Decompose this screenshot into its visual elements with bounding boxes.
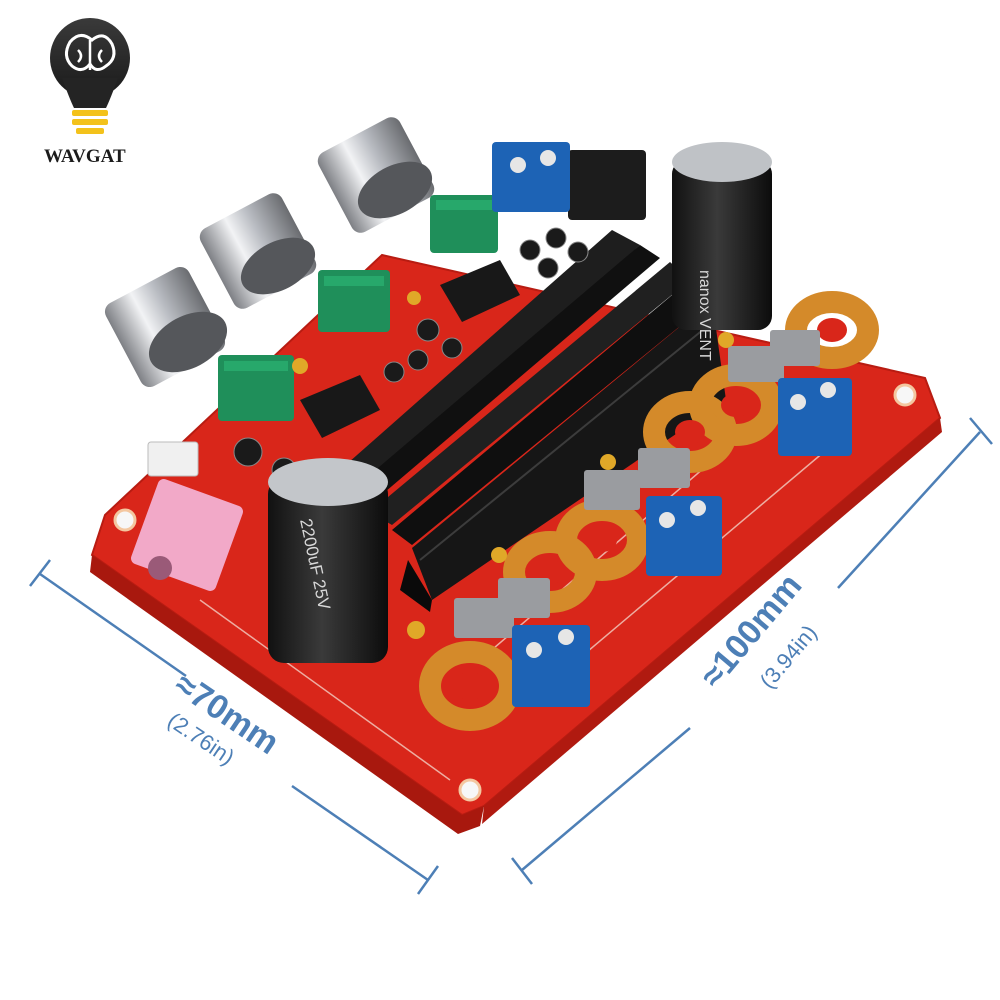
brand-logo: WAVGAT [44, 18, 130, 167]
audio-input-jack [131, 479, 243, 591]
ic-chip [300, 260, 520, 438]
ceramic-capacitors [292, 291, 734, 639]
dimension-width [29, 559, 440, 895]
mounting-hole [113, 508, 137, 532]
knob-treble [199, 193, 390, 332]
dimension-length [511, 417, 993, 885]
film-capacitors [454, 330, 820, 638]
knob-volume [104, 266, 294, 421]
terminal-screws [526, 382, 836, 658]
power-terminal [492, 142, 570, 212]
heatsink [340, 230, 726, 612]
knob-bass [317, 117, 498, 253]
capacitor-label: nanox VENT [696, 270, 713, 361]
capacitor-large-bottom: 2200uF 25V [268, 458, 388, 663]
brain-lightbulb-icon [50, 18, 130, 134]
mounting-hole [893, 383, 917, 407]
inductor-cores [452, 318, 847, 700]
dc-power-jack [568, 150, 646, 220]
capacitor-large-top: nanox VENT [672, 142, 772, 361]
brand-name: WAVGAT [44, 146, 126, 167]
input-connector [147, 441, 199, 477]
mounting-hole [458, 778, 482, 802]
